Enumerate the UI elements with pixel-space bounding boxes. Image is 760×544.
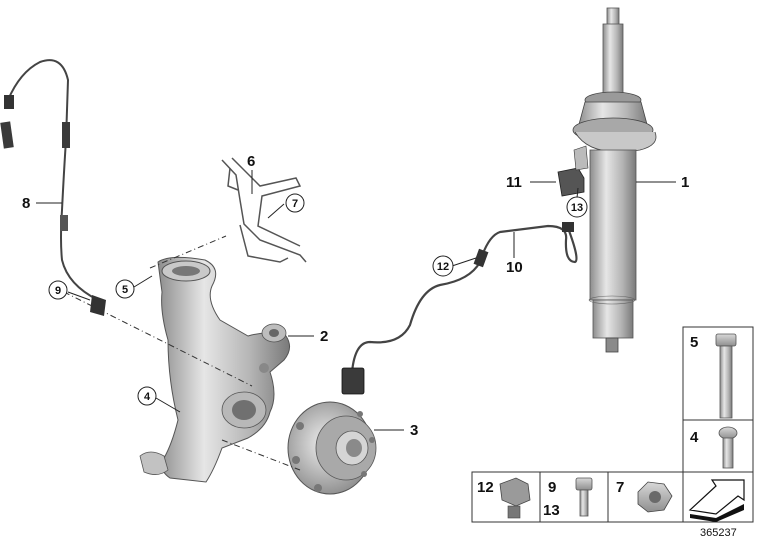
box-label-screw-b: 13 bbox=[543, 502, 560, 519]
wiring-harness bbox=[341, 222, 578, 395]
steering-knuckle bbox=[139, 256, 290, 483]
callout-12-circle bbox=[432, 255, 454, 277]
callout-5: 5 bbox=[122, 284, 128, 296]
box-label-screw-a: 9 bbox=[548, 479, 556, 496]
callout-9: 9 bbox=[55, 285, 61, 297]
callout-1: 1 bbox=[681, 174, 689, 191]
clip-icon bbox=[499, 477, 531, 519]
callout-2: 2 bbox=[320, 328, 328, 345]
callout-6: 6 bbox=[247, 153, 255, 170]
box-label-bolt-long: 5 bbox=[690, 334, 698, 351]
callout-5-circle bbox=[115, 279, 135, 299]
callout-13: 13 bbox=[571, 202, 583, 214]
screw-icon bbox=[575, 477, 593, 517]
callout-7-circle bbox=[285, 193, 305, 213]
callout-7: 7 bbox=[292, 198, 298, 210]
callout-labels: 1 2 3 4 5 6 7 8 9 10 11 12 13 bbox=[22, 153, 689, 439]
abs-sensor-cable bbox=[0, 59, 106, 316]
callout-9-circle bbox=[48, 280, 68, 300]
callout-10: 10 bbox=[506, 259, 523, 276]
assembly-lines bbox=[63, 235, 301, 471]
callout-13-circle bbox=[566, 196, 588, 218]
leader-lines bbox=[36, 170, 676, 431]
long-bolt-icon bbox=[715, 333, 737, 419]
callout-3: 3 bbox=[410, 422, 418, 439]
callout-4-circle bbox=[137, 386, 157, 406]
box-label-nut: 7 bbox=[616, 479, 624, 496]
reference-number: 365237 bbox=[700, 527, 737, 539]
parts-legend-box: 5 4 12 9 13 7 bbox=[471, 326, 754, 523]
bracket bbox=[221, 157, 307, 263]
callout-12: 12 bbox=[437, 261, 449, 273]
direction-arrow-icon bbox=[688, 479, 745, 522]
box-label-clip: 12 bbox=[477, 479, 494, 496]
callout-8: 8 bbox=[22, 195, 30, 212]
callout-11: 11 bbox=[506, 174, 522, 191]
callout-4: 4 bbox=[144, 391, 151, 403]
sensor-bracket bbox=[557, 145, 589, 197]
nut-icon bbox=[637, 481, 673, 513]
short-bolt-icon bbox=[718, 426, 738, 469]
shock-absorber bbox=[572, 7, 657, 353]
box-label-bolt-short: 4 bbox=[690, 429, 699, 446]
wheel-hub bbox=[287, 401, 377, 495]
